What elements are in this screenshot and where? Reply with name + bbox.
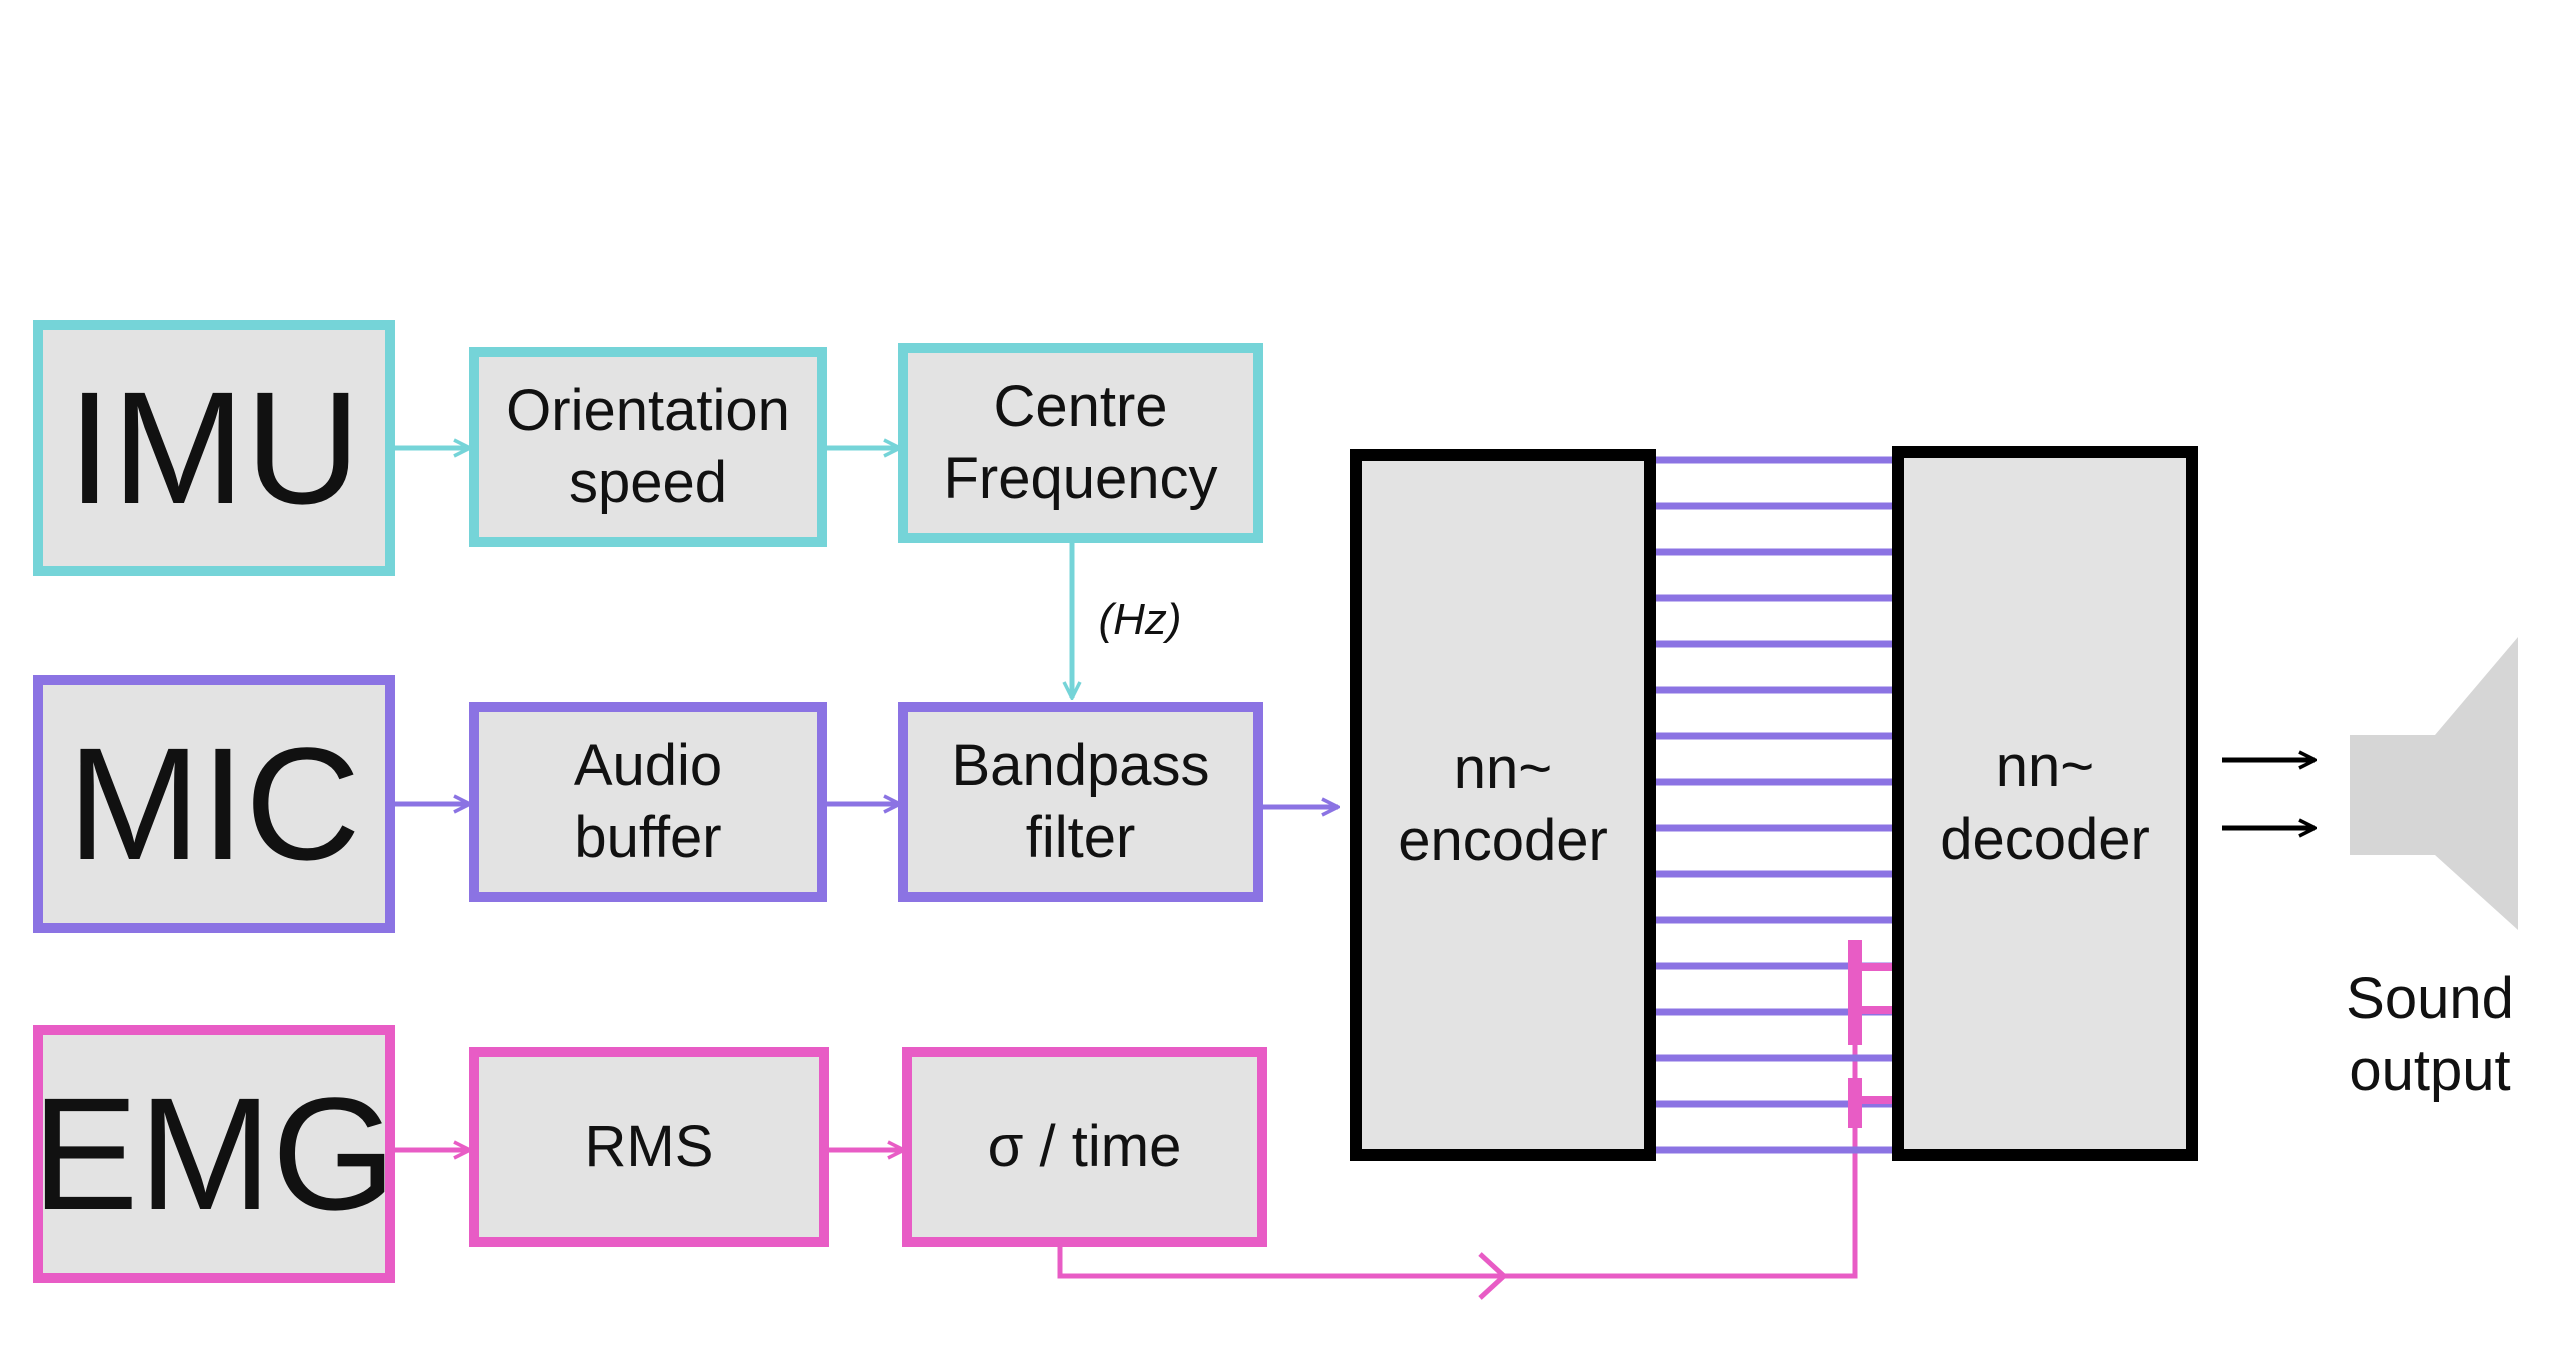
mic-box xyxy=(33,675,395,933)
decoder-box xyxy=(1892,446,2198,1161)
imu-box xyxy=(33,320,395,576)
speaker-icon xyxy=(2350,637,2518,930)
orientation-speed-box xyxy=(469,347,827,547)
bandpass-filter-box xyxy=(898,702,1263,902)
rms-box xyxy=(469,1047,829,1247)
encoder-box xyxy=(1350,449,1656,1161)
sigma-time-box xyxy=(902,1047,1267,1247)
latent-lines xyxy=(1650,456,1898,1154)
centre-frequency-box xyxy=(898,343,1263,543)
emg-box xyxy=(33,1025,395,1283)
audio-buffer-box xyxy=(469,702,827,902)
output-arrows xyxy=(2222,760,2315,828)
emg-feedback-arrowhead xyxy=(1478,1252,1508,1300)
